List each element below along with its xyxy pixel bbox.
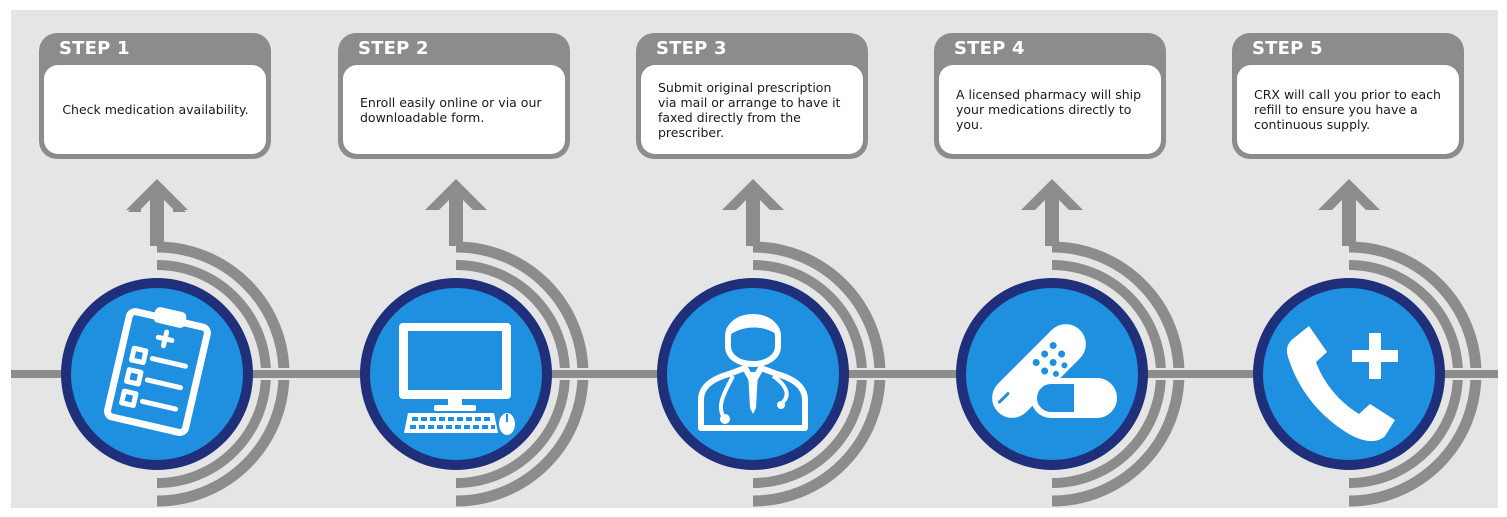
step-4-card: STEP 4 A licensed pharmacy will ship you… (934, 33, 1166, 159)
step-1-description-box: Check medication availability. (44, 65, 266, 154)
step-4-graphic (956, 179, 1185, 507)
up-arrow-icon (425, 179, 487, 246)
step-3-graphic (657, 179, 886, 507)
step-2-graphic (360, 179, 589, 507)
phone-plus-icon (1286, 326, 1398, 442)
step-2-description: Enroll easily online or via our download… (360, 94, 542, 125)
step-3-description-box: Submit original prescription via mail or… (641, 65, 863, 154)
step-2-description-box: Enroll easily online or via our download… (343, 65, 565, 154)
step-3-card: STEP 3 Submit original prescription via … (636, 33, 868, 159)
step-5-graphic (1253, 179, 1482, 507)
computer-icon (399, 323, 515, 435)
step-1-card: STEP 1 Check medication availability. (39, 33, 271, 159)
step-3-title: STEP 3 (656, 38, 727, 59)
up-arrow-icon (1318, 179, 1380, 246)
doctor-icon (698, 314, 808, 431)
icon-disc-inner (1263, 288, 1435, 460)
step-4-description-box: A licensed pharmacy will ship your medic… (939, 65, 1161, 154)
step-1-graphic (61, 179, 290, 507)
up-arrow-icon (1021, 179, 1083, 246)
clipboard-icon (104, 307, 211, 436)
step-5-description: CRX will call you prior to each refill t… (1254, 87, 1441, 132)
step-4-title: STEP 4 (954, 38, 1025, 59)
step-2-title: STEP 2 (358, 38, 429, 59)
up-arrow-icon (722, 179, 784, 246)
step-3-description: Submit original prescription via mail or… (658, 79, 841, 140)
step-1-description: Check medication availability. (62, 102, 249, 117)
pills-icon (992, 324, 1117, 418)
step-2-card: STEP 2 Enroll easily online or via our d… (338, 33, 570, 159)
up-arrow-icon (126, 179, 188, 246)
step-5-card: STEP 5 CRX will call you prior to each r… (1232, 33, 1464, 159)
step-5-description-box: CRX will call you prior to each refill t… (1237, 65, 1459, 154)
step-1-title: STEP 1 (59, 38, 130, 59)
step-5-title: STEP 5 (1252, 38, 1323, 59)
step-4-description: A licensed pharmacy will ship your medic… (956, 87, 1142, 132)
